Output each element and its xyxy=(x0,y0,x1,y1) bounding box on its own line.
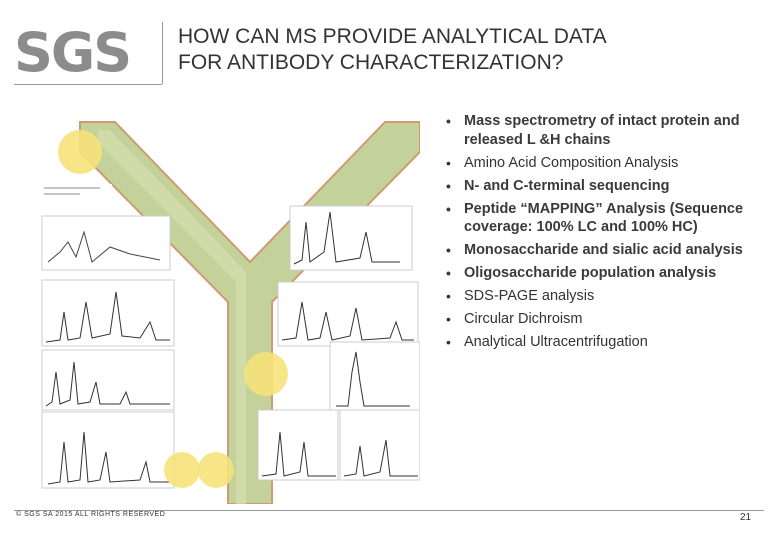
bullet-item: Monosaccharide and sialic acid analysis xyxy=(446,241,756,260)
highlight-circle-top-left xyxy=(58,130,102,174)
bullet-item: N- and C-terminal sequencing xyxy=(446,177,756,196)
logo-divider-vertical xyxy=(162,22,163,84)
panel-chart-right-3 xyxy=(329,341,420,411)
logo-text: SGS xyxy=(14,21,132,84)
logo-divider-horizontal xyxy=(14,84,162,85)
bullet-item: Oligosaccharide population analysis xyxy=(446,264,756,283)
bullet-item: Mass spectrometry of intact protein and … xyxy=(446,112,756,149)
page-number: 21 xyxy=(740,512,752,523)
left-panels xyxy=(41,184,175,489)
highlight-circle-bottom-left xyxy=(164,452,200,488)
title-line-2: FOR ANTIBODY CHARACTERIZATION? xyxy=(178,51,564,74)
panel-chart-left-4 xyxy=(41,411,175,489)
sgs-logo: SGS xyxy=(14,22,164,84)
footer-divider xyxy=(14,510,764,511)
highlight-circle-right xyxy=(244,352,288,396)
analysis-bullet-list: Mass spectrometry of intact protein and … xyxy=(446,112,756,356)
panel-chart-right-5 xyxy=(339,409,420,481)
right-panels xyxy=(257,205,420,481)
panel-chart-left-3 xyxy=(41,349,175,411)
title-line-1: HOW CAN MS PROVIDE ANALYTICAL DATA xyxy=(178,25,607,48)
highlight-circle-bottom-right xyxy=(198,452,234,488)
antibody-figure xyxy=(41,121,420,504)
panel-chart-right-2 xyxy=(277,281,419,347)
bullet-item: SDS-PAGE analysis xyxy=(446,287,756,306)
bullet-item: Amino Acid Composition Analysis xyxy=(446,154,756,173)
bullet-item: Circular Dichroism xyxy=(446,310,756,329)
slide-title: HOW CAN MS PROVIDE ANALYTICAL DATA FOR A… xyxy=(178,24,738,76)
copyright-text: © SGS SA 2015 ALL RIGHTS RESERVED xyxy=(16,511,166,518)
highlight-circles xyxy=(58,130,288,488)
bullet-item: Peptide “MAPPING” Analysis (Sequence cov… xyxy=(446,200,756,237)
bullet-item: Analytical Ultracentrifugation xyxy=(446,333,756,352)
panel-chart-right-1 xyxy=(289,205,413,271)
panel-chart-right-4 xyxy=(257,409,339,481)
panel-chart-left-1 xyxy=(41,215,171,271)
